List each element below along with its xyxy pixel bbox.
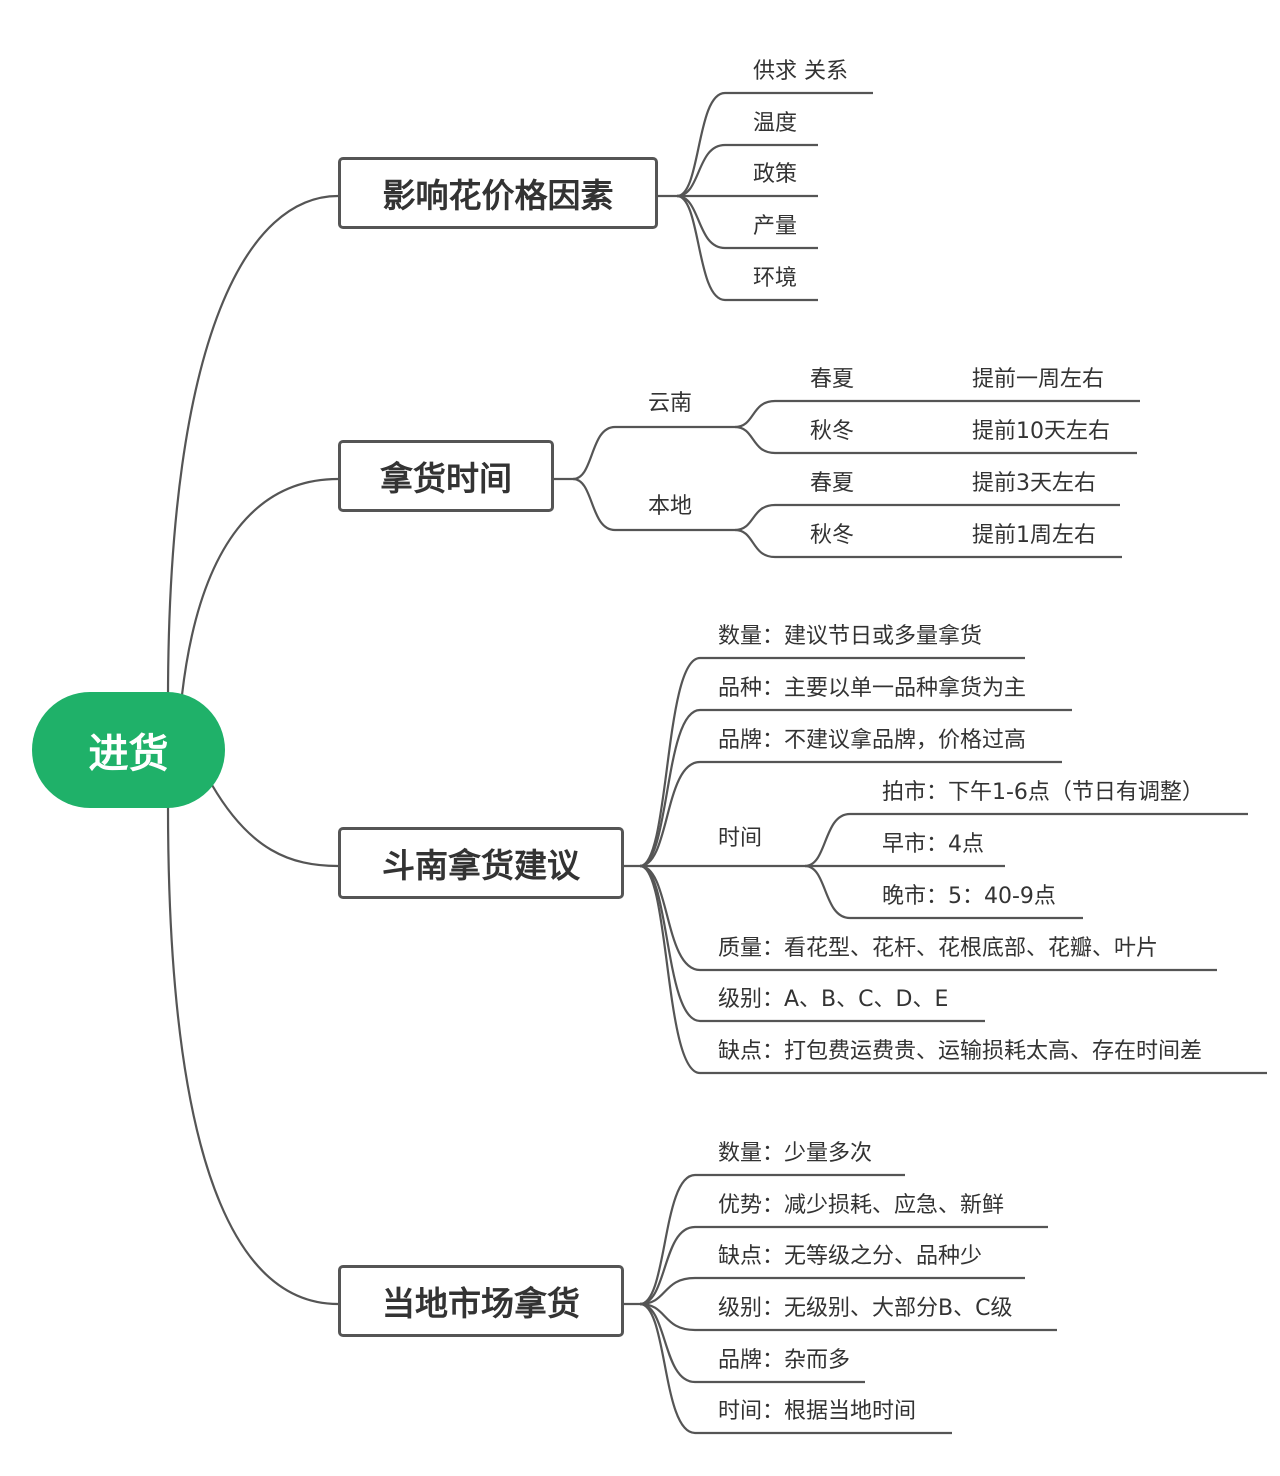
local-item[interactable]: 级别：无级别、大部分B、C级: [718, 1296, 1013, 1321]
local-item[interactable]: 时间：根据当地时间: [718, 1399, 917, 1424]
branch-price-factors[interactable]: 影响花价格因素: [338, 157, 658, 229]
item-underline: [804, 864, 1083, 920]
market-time-item[interactable]: 晚市：5：40-9点: [882, 884, 1056, 909]
item-underline: [639, 1276, 1025, 1306]
local-item[interactable]: 数量：少量多次: [718, 1141, 873, 1166]
advice-item[interactable]: 数量：建议节日或多量拿货: [718, 624, 983, 649]
item-underline: [639, 864, 985, 1023]
region-label[interactable]: 本地: [648, 494, 693, 519]
factor-item[interactable]: 温度: [753, 111, 798, 136]
item-underline: [639, 864, 1267, 1075]
root-connector: [211, 784, 339, 868]
season-label[interactable]: 春夏: [810, 367, 855, 392]
advice-item[interactable]: 品牌：不建议拿品牌，价格过高: [718, 728, 1027, 753]
time-label[interactable]: 提前1周左右: [972, 523, 1096, 548]
item-underline: [676, 194, 818, 250]
branch-dounan-advice[interactable]: 斗南拿货建议: [338, 827, 624, 899]
season-label[interactable]: 秋冬: [810, 419, 855, 444]
branch-local-market[interactable]: 当地市场拿货: [338, 1265, 624, 1337]
factor-item[interactable]: 政策: [753, 162, 798, 187]
market-time-item[interactable]: 拍市：下午1-6点（节日有调整）: [882, 780, 1204, 805]
item-underline: [676, 91, 873, 198]
item-underline: [676, 143, 818, 198]
group-underline: [572, 477, 735, 532]
season-label[interactable]: 秋冬: [810, 523, 855, 548]
item-underline: [639, 656, 1025, 868]
item-underline: [639, 864, 1217, 972]
branch-pickup-time[interactable]: 拿货时间: [338, 440, 554, 512]
item-underline: [676, 194, 818, 302]
time-label[interactable]: 提前10天左右: [972, 419, 1110, 444]
local-item[interactable]: 优势：减少损耗、应急、新鲜: [718, 1193, 1005, 1218]
local-item[interactable]: 缺点：无等级之分、品种少: [718, 1244, 983, 1269]
item-underline: [734, 425, 1137, 455]
factor-item[interactable]: 供求 关系: [753, 59, 848, 84]
market-time-item[interactable]: 早市：4点: [882, 832, 984, 857]
advice-item[interactable]: 品种：主要以单一品种拿货为主: [718, 676, 1027, 701]
advice-item[interactable]: 缺点：打包费运费贵、运输损耗太高、存在时间差: [718, 1039, 1203, 1064]
factor-item[interactable]: 环境: [753, 266, 798, 291]
item-underline: [639, 1302, 865, 1384]
time-label[interactable]: 提前3天左右: [972, 471, 1096, 496]
item-underline: [639, 708, 1072, 868]
item-underline: [639, 1302, 1057, 1332]
item-underline: [639, 1302, 952, 1435]
factor-item[interactable]: 产量: [753, 214, 798, 239]
root-node[interactable]: 进货: [32, 692, 225, 808]
item-underline: [639, 1173, 905, 1306]
root-connector: [166, 194, 339, 701]
root-connector: [180, 477, 339, 696]
item-underline: [804, 812, 1248, 868]
advice-item[interactable]: 质量：看花型、花杆、花根底部、花瓣、叶片: [718, 936, 1159, 961]
season-label[interactable]: 春夏: [810, 471, 855, 496]
time-label[interactable]: 提前一周左右: [972, 367, 1105, 392]
item-underline: [734, 503, 1120, 532]
group-underline: [572, 425, 735, 481]
advice-item[interactable]: 时间: [718, 826, 763, 851]
advice-item[interactable]: 级别：A、B、C、D、E: [718, 987, 949, 1012]
item-underline: [734, 399, 1140, 429]
item-underline: [734, 528, 1122, 559]
item-underline: [639, 760, 1062, 868]
item-underline: [639, 1225, 1048, 1306]
local-item[interactable]: 品牌：杂而多: [718, 1348, 851, 1373]
root-connector: [166, 805, 339, 1306]
region-label[interactable]: 云南: [648, 391, 693, 416]
